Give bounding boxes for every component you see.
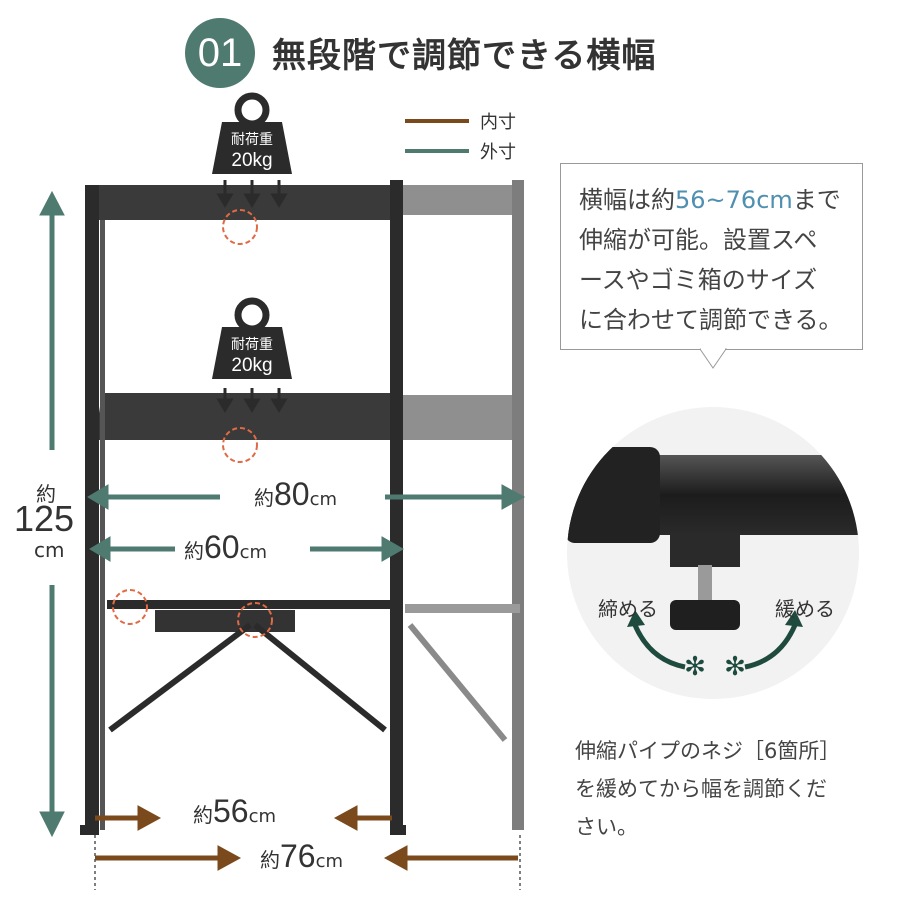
inner-width-arrow-56 [95,805,392,831]
legend-outer-label: 外寸 [480,142,516,163]
section-title: 無段階で調節できる横幅 [272,36,657,76]
height-prefix: 約 [36,482,56,506]
weight-arrows-icon [216,388,288,413]
loosen-label: 緩める [775,597,835,621]
width-60-label: 約60cm [176,529,276,566]
outer-width-arrow-60 [89,536,405,562]
inner-width-arrow-76 [95,845,518,871]
info-bubble: 横幅は約56~76cmまで 伸縮が可能。設置スペ ースやゴミ箱のサイズ に合わせ… [560,163,863,350]
weight-badge-label: 耐荷重 [231,337,273,353]
svg-text:✻: ✻ [724,652,746,682]
legend-outer-swatch [405,149,469,153]
width-76-label: 約76cm [260,838,344,874]
rack-main-section [80,180,406,835]
height-arrow [39,190,65,838]
weight-arrows-icon [216,180,288,208]
weight-badge-value: 20kg [231,355,272,376]
outer-width-arrow-80 [87,484,526,510]
tighten-label: 締める [598,597,658,621]
width-80-label: 約80cm [246,476,346,513]
svg-text:✻: ✻ [684,652,706,682]
height-value: 125 [14,498,75,539]
rack-extension-section [395,180,524,830]
screw-detail-image: ✻ ✻ [567,407,859,699]
height-unit: cm [34,538,65,562]
legend-inner-label: 内寸 [480,112,516,133]
adjustment-note: 伸縮パイプのネジ［6箇所］ を緩めてから幅を調節くだ さい。 [575,739,841,839]
weight-badge-label: 耐荷重 [231,132,273,148]
rotate-arrows-icon [632,623,798,670]
bubble-tail [700,348,727,369]
screw-marker-icon [112,209,273,638]
weight-badge-icon: 耐荷重 20kg [212,297,292,379]
weight-badge-value: 20kg [231,150,272,171]
width-56-label: 約56cm [193,793,277,829]
legend-inner-swatch [405,119,469,123]
weight-badge-icon: 耐荷重 20kg [212,92,292,174]
section-number-badge: 01 [185,18,255,88]
rack-illustration: 耐荷重 20kg 耐荷重 20kg [39,92,526,890]
